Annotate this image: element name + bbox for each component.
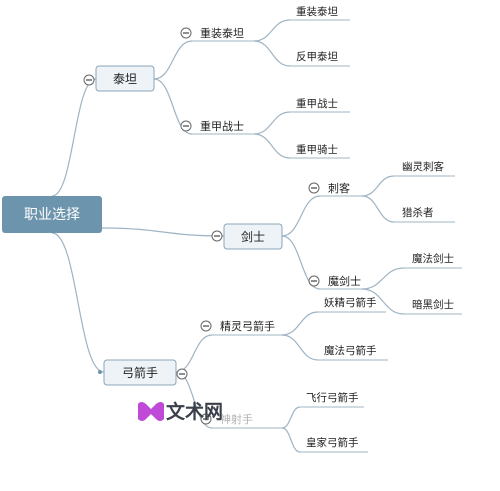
- sub-node-label[interactable]: 刺客: [328, 181, 350, 195]
- branch-node-archer[interactable]: 弓箭手: [103, 359, 177, 386]
- leaf-node-label[interactable]: 飞行弓箭手: [306, 391, 359, 404]
- connector-line: [153, 78, 193, 135]
- branch-node-box: [223, 223, 283, 250]
- connector-line: [281, 235, 321, 290]
- collapse-toggle-icon[interactable]: [83, 74, 95, 86]
- branch-node-label: 剑士: [241, 229, 265, 244]
- leaf-node-label[interactable]: 妖精弓箭手: [324, 296, 377, 309]
- connector-line: [253, 111, 291, 135]
- leaf-node-label[interactable]: 皇家弓箭手: [306, 436, 359, 449]
- leaf-node-label[interactable]: 暗黑剑士: [412, 298, 454, 311]
- leaf-node-label[interactable]: 重甲骑士: [296, 143, 338, 156]
- connector-line: [253, 133, 291, 159]
- sub-node-label[interactable]: 神射手: [220, 412, 253, 426]
- branch-node-titan[interactable]: 泰坦: [95, 65, 155, 92]
- sub-node-label[interactable]: 魔剑士: [328, 274, 361, 288]
- connector-lines: [51, 19, 462, 453]
- leaf-node-label[interactable]: 幽灵刺客: [402, 160, 444, 173]
- collapse-toggle-icon[interactable]: [211, 230, 223, 242]
- connector-line: [281, 195, 321, 237]
- connector-line: [175, 334, 213, 373]
- watermark-text: 文术网: [166, 400, 223, 423]
- collapse-toggle-icon[interactable]: [308, 275, 320, 287]
- leaf-node-label[interactable]: 魔法弓箭手: [324, 344, 377, 357]
- branch-node-swordsman[interactable]: 剑士: [223, 223, 283, 250]
- collapse-toggle-icon[interactable]: [200, 413, 212, 425]
- root-node-label: 职业选择: [24, 207, 80, 223]
- root-node-box: [2, 196, 102, 233]
- connector-line: [281, 406, 301, 429]
- connector-line: [51, 78, 97, 197]
- branch-node-label: 泰坦: [113, 72, 137, 86]
- root-node[interactable]: 职业选择: [2, 196, 102, 233]
- connector-dot-icon: [98, 370, 102, 374]
- connector-line: [361, 288, 405, 315]
- collapse-toggle-icon[interactable]: [308, 182, 320, 194]
- connector-line: [281, 334, 319, 361]
- watermark: 文术网: [138, 400, 223, 423]
- connector-line: [253, 19, 291, 42]
- collapse-toggle-icon[interactable]: [180, 120, 192, 132]
- collapse-toggle-icon[interactable]: [200, 320, 212, 332]
- connector-line: [281, 427, 301, 453]
- leaf-node-label[interactable]: 反甲泰坦: [296, 50, 338, 63]
- collapse-toggle-icon[interactable]: [176, 368, 188, 380]
- branch-node-box: [95, 65, 155, 92]
- connector-line: [361, 175, 395, 197]
- watermark-logo-icon: [138, 402, 164, 421]
- leaf-node-label[interactable]: 猎杀者: [402, 206, 434, 219]
- leaf-node-label[interactable]: 魔法剑士: [412, 252, 454, 265]
- connector-line: [51, 232, 105, 373]
- branch-node-label: 弓箭手: [122, 365, 158, 380]
- sub-node-label[interactable]: 重甲战士: [200, 119, 244, 133]
- branch-node-box: [103, 359, 177, 386]
- connector-line: [281, 311, 319, 336]
- connector-line: [153, 40, 193, 80]
- connector-line: [101, 227, 225, 237]
- sub-node-label[interactable]: 精灵弓箭手: [220, 319, 275, 333]
- connector-line: [361, 195, 395, 223]
- collapse-toggle-icon[interactable]: [180, 27, 192, 39]
- connector-line: [361, 267, 405, 290]
- leaf-node-label[interactable]: 重甲战士: [296, 97, 338, 110]
- connector-line: [253, 40, 291, 67]
- sub-node-label[interactable]: 重装泰坦: [200, 26, 244, 40]
- leaf-node-label[interactable]: 重装泰坦: [296, 5, 338, 18]
